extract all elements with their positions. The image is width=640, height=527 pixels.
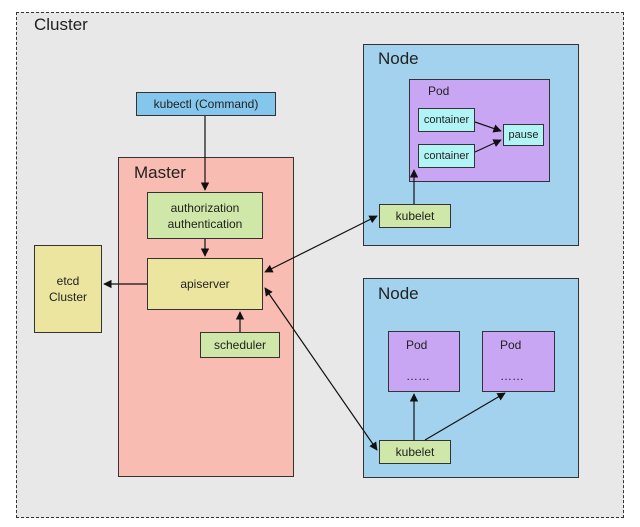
scheduler-label: scheduler [213,338,267,352]
container-2-label: container [423,150,470,162]
arrow-node2-kubelet-to-pod2 [424,392,506,441]
node-2-pod-1-box: Pod …… [388,331,460,392]
node-2-pod-2-content: …… [500,369,524,383]
arrow-apiserver-node2-kubelet [264,287,378,451]
kubectl-label: kubectl (Command) [153,97,259,111]
auth-line2: authentication [167,216,243,231]
arrow-apiserver-node1-kubelet [264,215,378,273]
node-1-kubelet-box: kubelet [379,204,451,228]
node-1-title: Node [378,49,419,68]
node-2-kubelet-label: kubelet [395,445,435,459]
node-1-kubelet-label: kubelet [395,209,435,223]
auth-line1: authorization [170,200,240,215]
node-2-pod-2-box: Pod …… [482,331,555,392]
arrow-container2-to-pause [474,139,502,153]
cluster-title: Cluster [34,15,88,34]
etcd-cluster-box: etcd Cluster [34,245,102,333]
kubectl-command-box: kubectl (Command) [136,92,276,116]
authorization-authentication-box: authorization authentication [147,192,263,239]
node-1-pod-title: Pod [428,84,450,98]
node-2-pod-2-title: Pod [500,338,522,352]
pause-box: pause [503,124,544,146]
container-1-box: container [418,108,475,132]
pause-label: pause [508,129,539,141]
node-2-pod-1-content: …… [406,369,430,383]
node-2-pod-1-title: Pod [406,338,428,352]
container-1-label: container [423,114,470,126]
apiserver-label: apiserver [180,277,230,291]
arrow-container1-to-pause [474,121,502,133]
node-2-title: Node [378,284,419,303]
container-2-box: container [418,144,475,168]
etcd-line2: Cluster [48,290,87,304]
node-2-kubelet-box: kubelet [379,440,451,464]
etcd-line1: etcd [56,274,80,288]
apiserver-box: apiserver [147,258,263,310]
master-title: Master [134,163,186,182]
